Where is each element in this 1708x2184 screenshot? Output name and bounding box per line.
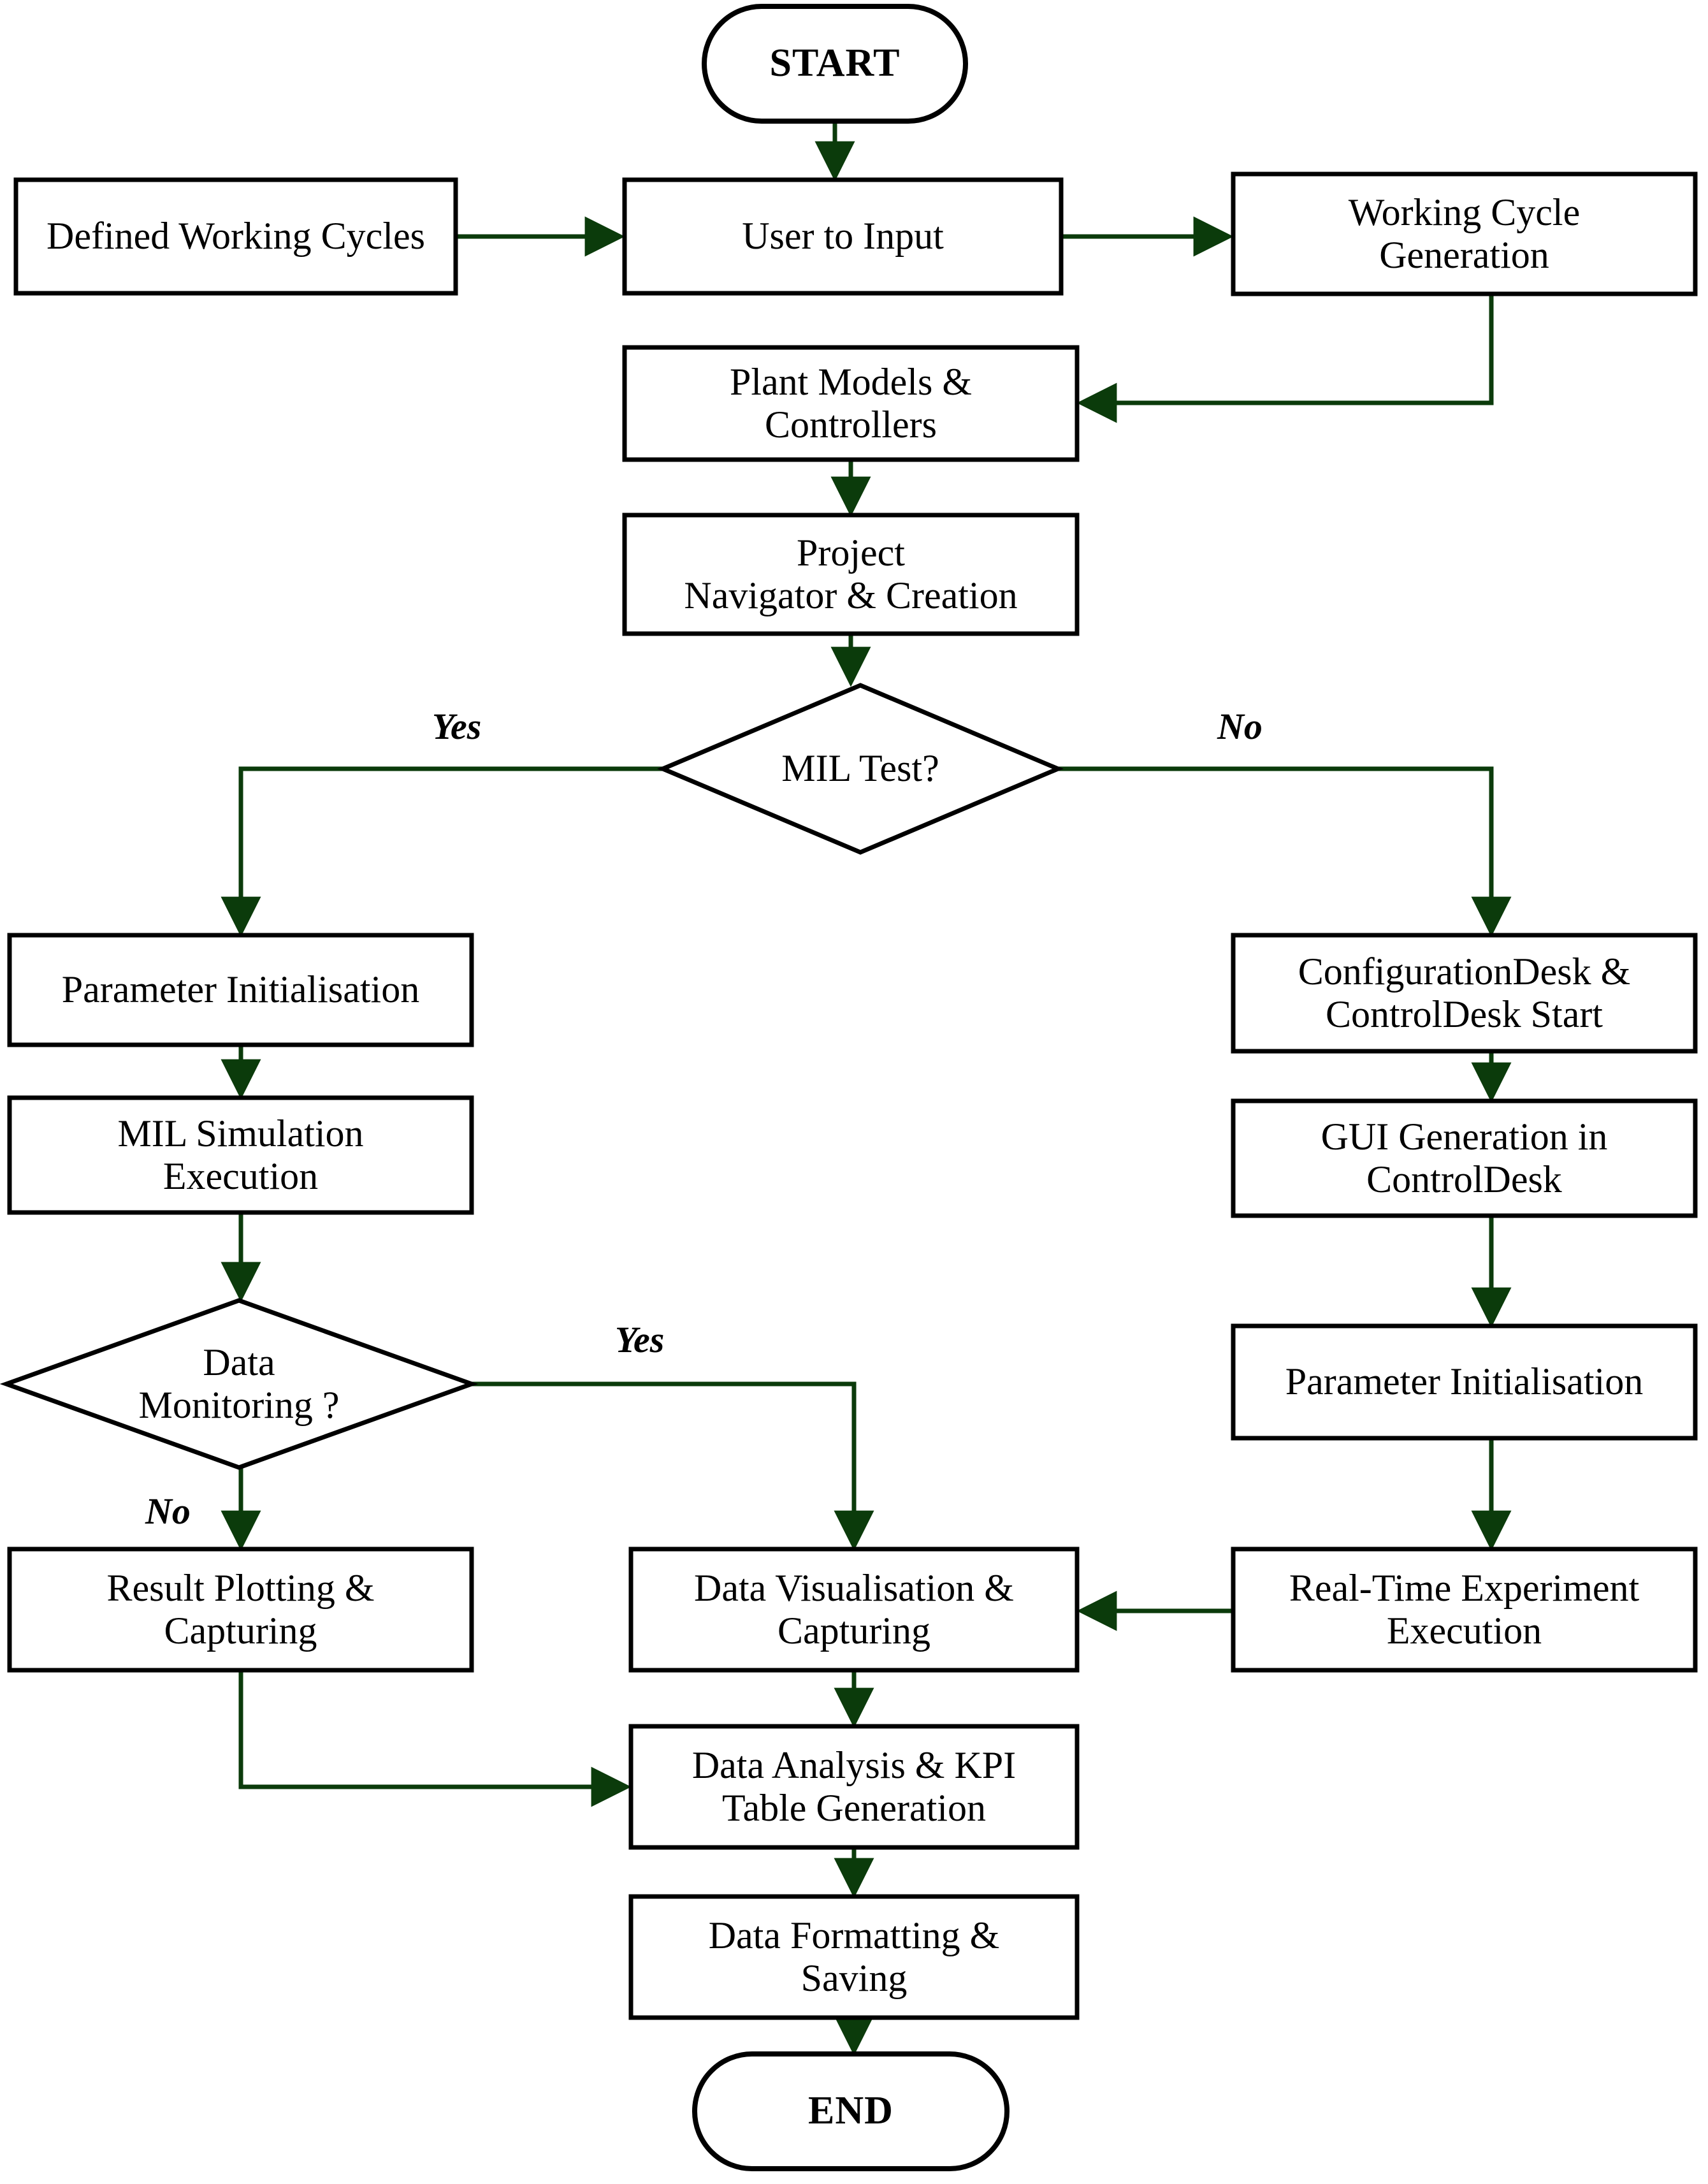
node-miltest[interactable] bbox=[657, 683, 1064, 855]
edge-label-mil-yes: Yes bbox=[432, 706, 482, 747]
node-milsim[interactable] bbox=[7, 1095, 474, 1215]
node-userinput[interactable] bbox=[622, 177, 1064, 296]
node-dataanal[interactable] bbox=[628, 1724, 1080, 1850]
edge-miltest-no bbox=[1058, 766, 1512, 937]
node-defined[interactable] bbox=[13, 177, 458, 296]
edge-label-mon-yes: Yes bbox=[615, 1319, 665, 1360]
node-cfgdesk[interactable] bbox=[1231, 933, 1698, 1054]
edge-wcgen-to-plant bbox=[1076, 294, 1494, 423]
node-guigen[interactable] bbox=[1231, 1098, 1698, 1218]
node-plant[interactable] bbox=[622, 345, 1080, 462]
edge-miltest-yes bbox=[221, 766, 663, 937]
edge-resultplot-to-dataanal bbox=[238, 1670, 632, 1807]
node-paraminit_r[interactable] bbox=[1231, 1323, 1698, 1441]
edge-label-mon-no: No bbox=[145, 1490, 191, 1532]
node-datamon[interactable] bbox=[0, 1298, 479, 1470]
node-start[interactable] bbox=[702, 4, 968, 124]
node-paraminit_l[interactable] bbox=[7, 933, 474, 1047]
edges-layer bbox=[221, 121, 1512, 2056]
node-projnav[interactable] bbox=[622, 513, 1080, 636]
node-rtexp[interactable] bbox=[1231, 1547, 1698, 1673]
edge-datamon-yes bbox=[472, 1381, 874, 1551]
nodes-layer bbox=[0, 4, 1698, 2171]
node-datavis[interactable] bbox=[628, 1547, 1080, 1673]
node-end[interactable] bbox=[692, 2051, 1010, 2171]
edge-label-mil-no: No bbox=[1217, 706, 1263, 747]
node-dataform[interactable] bbox=[628, 1894, 1080, 2020]
node-wcgen[interactable] bbox=[1231, 171, 1698, 296]
node-resultplot[interactable] bbox=[7, 1547, 474, 1673]
